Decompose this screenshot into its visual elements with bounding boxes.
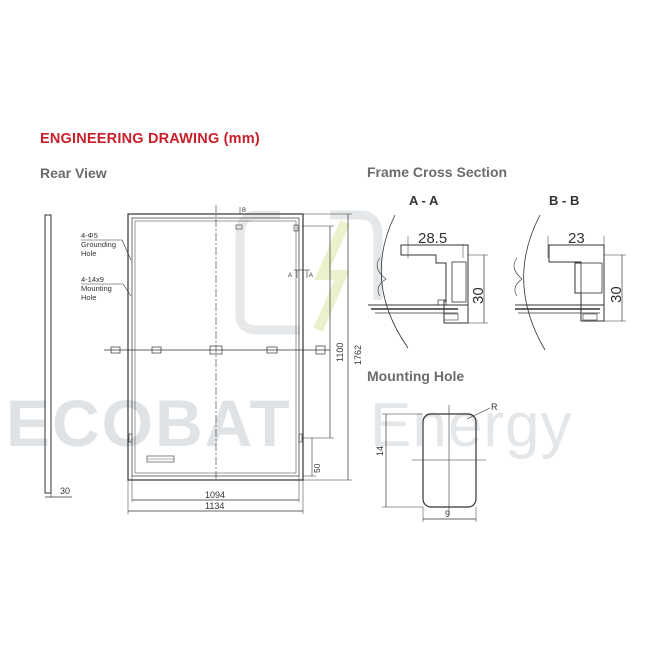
section-bb-profile [513, 214, 626, 351]
watermark-text: ECOBAT Energy [6, 386, 572, 460]
section-bb-label: B - B [549, 193, 580, 208]
dim-inner-width: 1094 [205, 490, 225, 500]
dim-lines-bottom [127, 476, 304, 514]
svg-text:Mounting: Mounting [81, 284, 112, 293]
section-aa-profile [368, 214, 488, 349]
dim-lines-right [302, 213, 352, 481]
page-title: ENGINEERING DRAWING (mm) [40, 131, 260, 147]
mounting-hole-radius: R [491, 402, 498, 412]
dim-bottom-offset: 50 [312, 463, 322, 473]
rear-panel [104, 205, 330, 481]
section-mark-b: B [242, 208, 246, 214]
section-mark-a-right: A [309, 273, 313, 279]
svg-text:4-Φ5: 4-Φ5 [81, 231, 98, 240]
callout-mounting: 4-14x9 Mounting Hole [81, 275, 132, 302]
section-bb-height: 30 [608, 286, 625, 303]
svg-text:Hole: Hole [81, 293, 96, 302]
svg-text:Hole: Hole [81, 249, 96, 258]
dim-mount-spacing: 1100 [335, 343, 345, 362]
section-mark-a-left: A [288, 273, 292, 279]
section-bb-width: 23 [568, 230, 585, 247]
mounting-hole-title: Mounting Hole [367, 368, 465, 384]
rear-view-title: Rear View [40, 165, 107, 181]
svg-text:Grounding: Grounding [81, 240, 116, 249]
dim-height: 1762 [353, 345, 363, 365]
dim-thickness: 30 [60, 486, 70, 496]
section-aa-height: 30 [470, 287, 487, 304]
callout-grounding: 4-Φ5 Grounding Hole [81, 231, 132, 261]
frame-cross-section-title: Frame Cross Section [367, 164, 508, 180]
side-profile [44, 214, 72, 498]
dim-outer-width: 1134 [205, 501, 224, 511]
svg-text:Energy: Energy [370, 391, 572, 460]
svg-text:4-14x9: 4-14x9 [81, 275, 104, 284]
section-aa-width: 28.5 [418, 230, 447, 247]
mounting-hole-height: 14 [375, 446, 385, 456]
svg-text:ECOBAT: ECOBAT [6, 386, 292, 460]
mounting-hole-width: 9 [445, 509, 450, 519]
mounting-hole-detail [382, 405, 491, 522]
section-aa-label: A - A [409, 193, 439, 208]
